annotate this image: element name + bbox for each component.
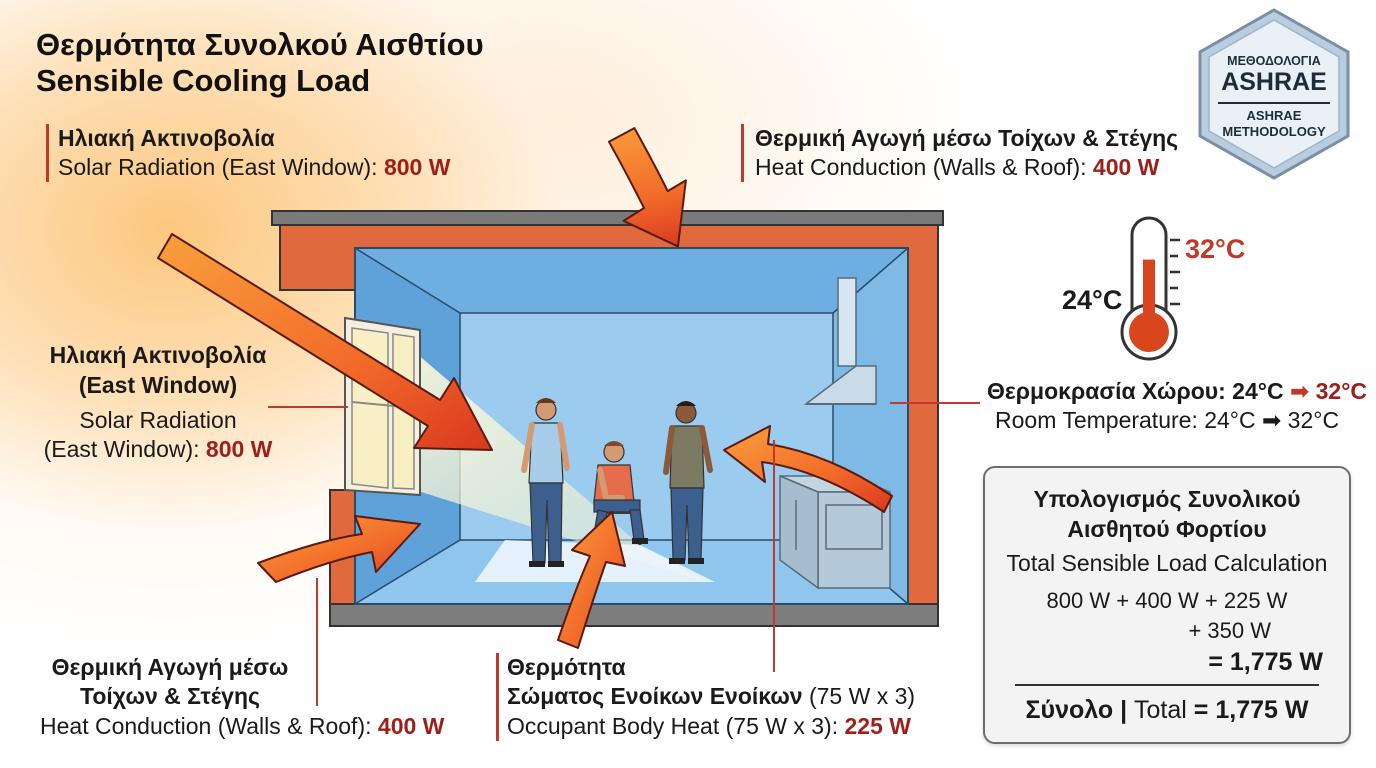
callout-leader-solar-left	[268, 406, 348, 408]
callout-conduction-top-english: Heat Conduction (Walls & Roof): 400 W	[755, 154, 1160, 180]
callout-bar-solar-top	[46, 124, 49, 182]
callout-conduction-top-greek: Θερμική Αγωγή μέσω Τοίχων & Στέγης	[755, 125, 1179, 151]
callout-room-temp-greek: Θερμοκρασία Χώρου: 24°C ➡ 32°C	[987, 378, 1368, 404]
heat-arrow-occupants	[557, 511, 626, 649]
callout-occupants-greek1: Θερμότητα	[507, 654, 626, 680]
callout-conduction-bottom-greek1: Θερμική Αγωγή μέσω	[51, 654, 289, 680]
callout-conduction-top-value: 400 W	[1092, 154, 1160, 180]
range-hood	[803, 277, 877, 405]
badge-label-sub2: METHODOLOGY	[1222, 124, 1326, 139]
callout-solar-left-english2: (East Window): 800 W	[43, 436, 273, 462]
badge-label-main: ASHRAE	[1221, 68, 1327, 96]
callout-occupants-greek2: Σώματος Ενοίκων Ενοίκων (75 W x 3)	[507, 683, 916, 709]
calc-title-line1: Υπολογισμός Συνολικού	[1033, 486, 1301, 512]
callout-solar-top-english: Solar Radiation (East Window): 800 W	[58, 154, 451, 180]
thermometer-high-label: 32°C	[1185, 234, 1246, 264]
callout-solar-left-greek2: (East Window)	[78, 372, 238, 398]
heat-arrow-wall-right	[723, 425, 893, 513]
callout-leader-conduction-bottom	[316, 578, 318, 706]
callout-conduction-bottom-value: 400 W	[377, 713, 445, 739]
calc-total: Σύνολο | Total = 1,775 W	[1025, 696, 1309, 724]
callout-room-temp-english: Room Temperature: 24°C ➡ 32°C	[995, 407, 1340, 433]
heat-arrow-solar-window	[157, 233, 493, 451]
callout-leader-room-temp	[890, 402, 980, 404]
calc-equation-result: = 1,775 W	[1208, 648, 1323, 676]
callout-solar-left-greek1: Ηλιακή Ακτινοβολία	[49, 342, 267, 368]
page-title-english: Sensible Cooling Load	[36, 63, 371, 98]
calc-divider	[1015, 684, 1319, 686]
callout-conduction-bottom-english: Heat Conduction (Walls & Roof): 400 W	[40, 713, 445, 739]
floor-slab	[329, 603, 939, 627]
thermometer-low-label: 24°C	[1062, 285, 1123, 315]
room-ceiling	[355, 248, 908, 313]
roof-cap	[271, 210, 944, 226]
badge-label-sub1: ASHRAE	[1246, 108, 1302, 123]
callout-solar-top-value: 800 W	[383, 154, 451, 180]
occupant-standing-right	[663, 401, 713, 564]
heat-arrow-roof	[607, 127, 687, 248]
calc-equation-line2: + 350 W	[1188, 618, 1271, 643]
callout-bar-conduction-top	[741, 124, 744, 182]
calc-title-line2: Αισθητού Φορτίου	[1067, 516, 1267, 542]
callout-occupants-english: Occupant Body Heat (75 W x 3): 225 W	[507, 713, 911, 739]
callout-solar-left-english1: Solar Radiation	[79, 407, 237, 433]
callout-occupants-value: 225 W	[844, 713, 911, 739]
thermometer-fill	[1143, 259, 1155, 338]
callout-leader-occupants	[773, 440, 775, 672]
callout-bar-occupants	[496, 653, 499, 741]
ashrae-badge	[1198, 8, 1350, 180]
heat-arrow-wall-left	[257, 515, 421, 583]
occupant-standing-left	[521, 398, 570, 567]
page-title-greek: Θερμότητα Συνολκού Αισθτίου	[36, 27, 484, 62]
callout-conduction-bottom-greek2: Τοίχων & Στέγης	[79, 683, 260, 709]
calc-subtitle: Total Sensible Load Calculation	[1006, 550, 1328, 576]
badge-label-top: ΜΕΘΟΔΟΛΟΓΙΑ	[1227, 54, 1321, 68]
callout-solar-left-value: 800 W	[205, 436, 273, 462]
calculation-box: Υπολογισμός Συνολικού Αισθητού Φορτίου T…	[983, 466, 1351, 744]
thermometer-icon	[1120, 216, 1180, 361]
callout-solar-top-greek: Ηλιακή Ακτινοβολία	[58, 125, 275, 151]
calc-equation-line1: 800 W + 400 W + 225 W	[1046, 588, 1288, 613]
